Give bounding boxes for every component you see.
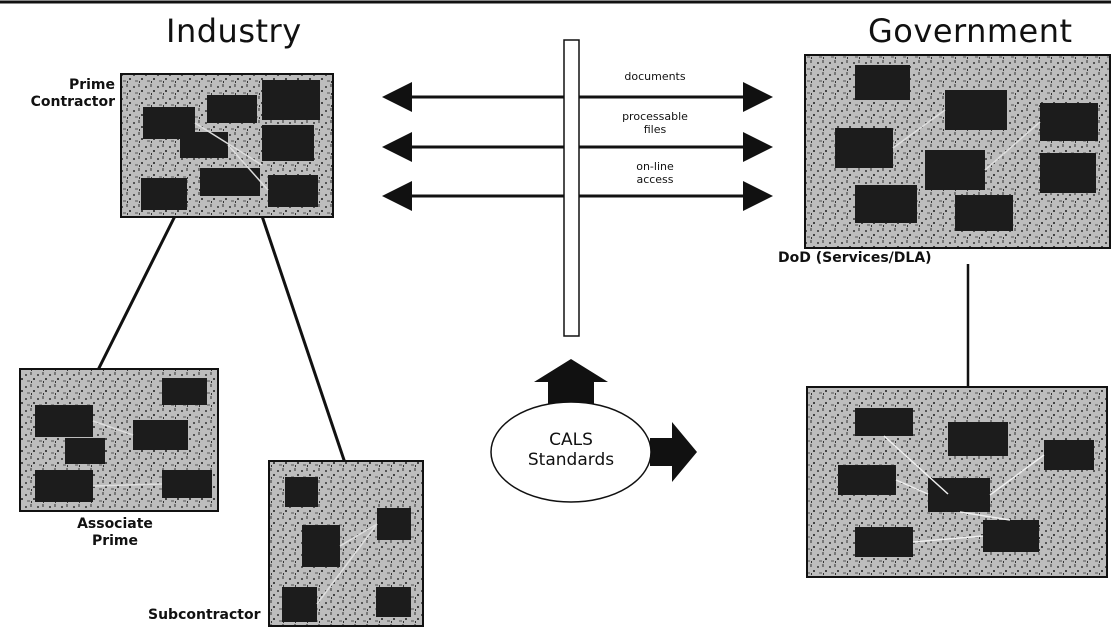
processable-files-line2: files xyxy=(643,123,667,136)
agency-panel xyxy=(806,386,1108,578)
dod-panel xyxy=(804,54,1111,249)
up-arrow xyxy=(534,359,608,405)
associate-prime-line1: Associate xyxy=(77,516,153,532)
processable-files-line1: processable xyxy=(622,110,688,123)
prime-contractor-panel xyxy=(120,73,334,218)
prime-to-associate-line xyxy=(96,215,177,371)
cals-standards-label: CALS Standards xyxy=(511,430,631,470)
cals-line1: CALS xyxy=(549,430,593,450)
documents-label: documents xyxy=(624,70,686,83)
government-heading: Government xyxy=(868,12,1073,50)
prime-contractor-label: Prime Contractor xyxy=(23,77,115,111)
dod-label: DoD (Services/DLA) xyxy=(778,250,932,266)
cals-line2: Standards xyxy=(527,450,615,470)
prime-contractor-line2: Contractor xyxy=(30,94,115,110)
online-access-label: on-line access xyxy=(600,160,710,186)
prime-to-sub-line xyxy=(260,215,347,464)
prime-contractor-line1: Prime xyxy=(68,77,115,93)
industry-heading: Industry xyxy=(166,12,302,50)
subcontractor-label: Subcontractor xyxy=(148,607,261,623)
standards-bar xyxy=(563,39,580,337)
right-arrow xyxy=(650,422,697,482)
cals-ellipse xyxy=(490,401,652,503)
online-access-line2: access xyxy=(636,173,674,186)
processable-files-label: processable files xyxy=(600,110,710,136)
associate-prime-line2: Prime xyxy=(91,533,139,549)
online-access-line1: on-line xyxy=(636,160,674,173)
associate-prime-panel xyxy=(19,368,219,512)
subcontractor-panel xyxy=(268,460,424,627)
associate-prime-label: Associate Prime xyxy=(50,516,180,550)
